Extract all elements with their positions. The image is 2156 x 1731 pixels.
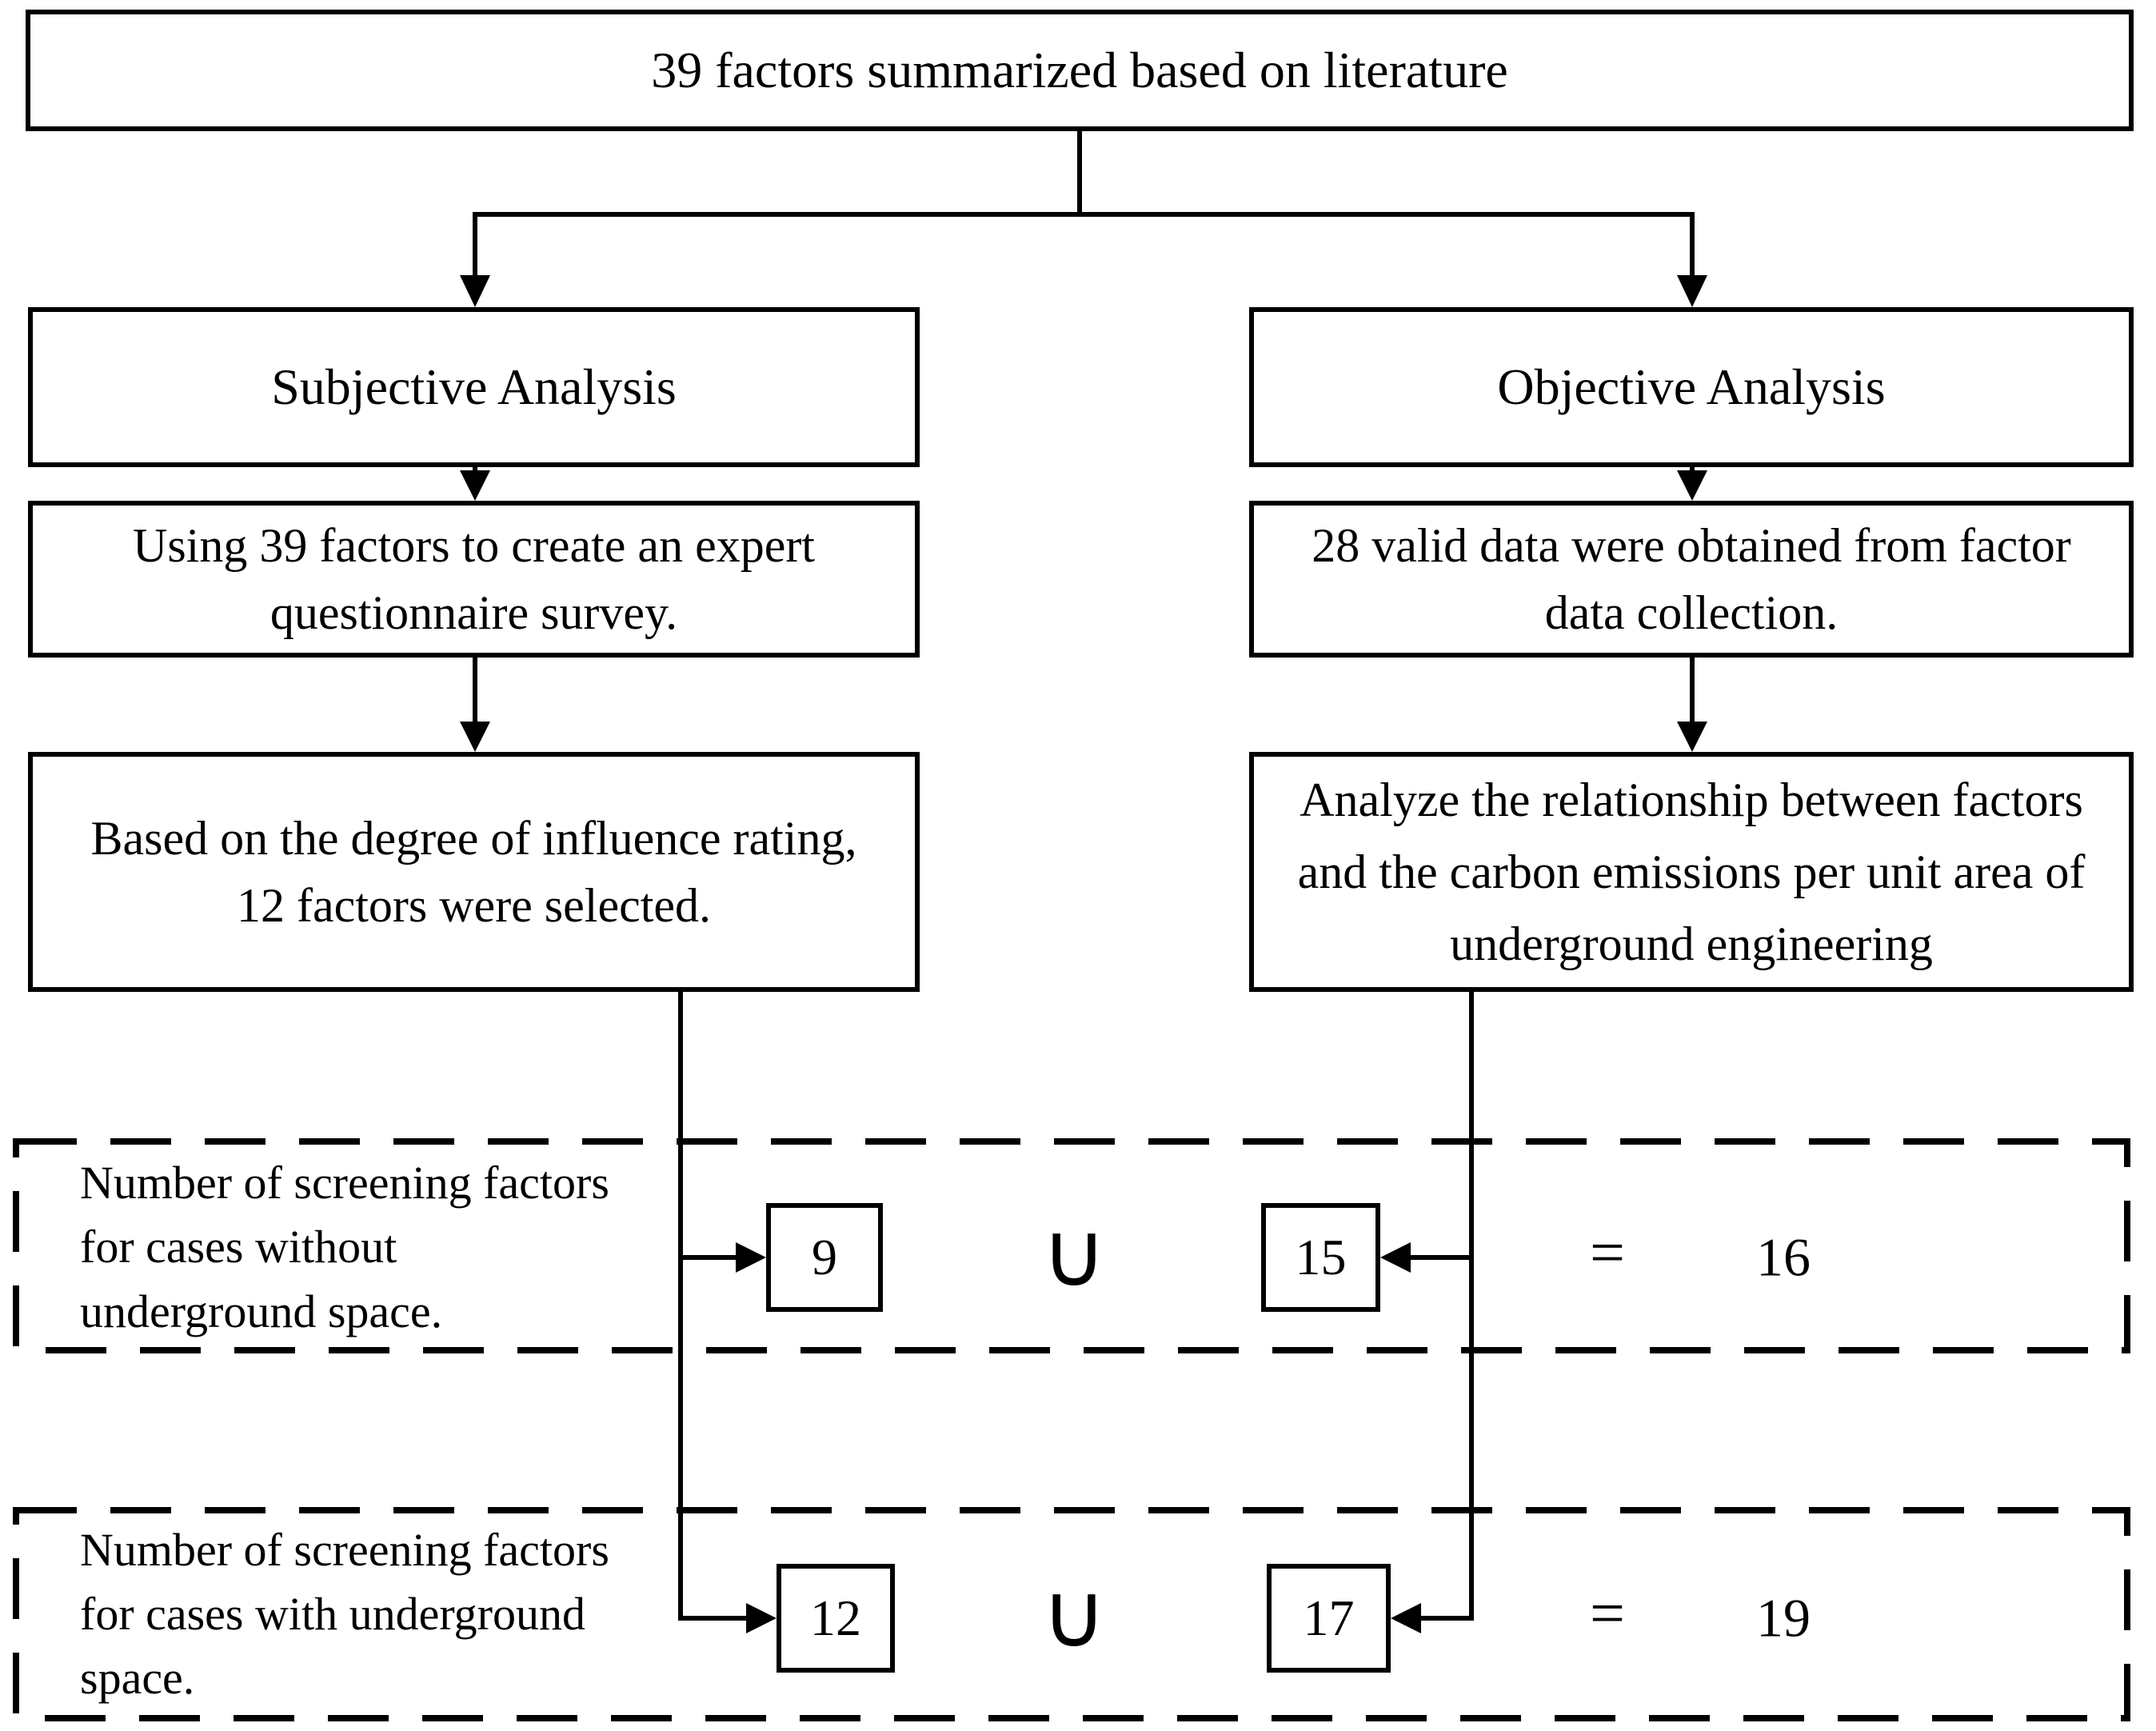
relationship-analysis-text: Analyze the relationship between factors… bbox=[1297, 774, 2086, 970]
subjective-analysis-text: Subjective Analysis bbox=[271, 358, 677, 416]
arrowhead-to-subjective bbox=[460, 275, 490, 307]
with-subjective-count-box: 12 bbox=[777, 1564, 895, 1673]
valid-data-box: 28 valid data were obtained from factor … bbox=[1249, 501, 2134, 658]
with-objective-count-box: 17 bbox=[1267, 1564, 1391, 1673]
valid-data-text: 28 valid data were obtained from factor … bbox=[1312, 519, 2071, 639]
arrowhead-subjective-step2 bbox=[460, 722, 490, 752]
literature-summary-box: 39 factors summarized based on literatur… bbox=[26, 10, 2134, 131]
with-row-dashed-border bbox=[13, 1507, 2130, 1721]
objective-analysis-box: Objective Analysis bbox=[1249, 307, 2134, 467]
influence-rating-text: Based on the degree of influence rating,… bbox=[90, 812, 857, 932]
arrowhead-objective-step2 bbox=[1677, 722, 1707, 752]
with-row-label: Number of screening factors for cases wi… bbox=[80, 1518, 640, 1710]
arrowhead-to-15-box bbox=[1380, 1242, 1411, 1273]
arrowhead-to-objective bbox=[1677, 275, 1707, 307]
questionnaire-survey-text: Using 39 factors to create an expert que… bbox=[133, 519, 815, 639]
without-union-symbol: ∪ bbox=[1041, 1203, 1107, 1307]
without-equals-glyph: = bbox=[1590, 1217, 1625, 1287]
without-total-count: 16 bbox=[1756, 1226, 1811, 1289]
arrowhead-to-12-box bbox=[746, 1603, 777, 1633]
objective-analysis-text: Objective Analysis bbox=[1497, 358, 1886, 416]
without-objective-count: 15 bbox=[1295, 1229, 1347, 1286]
objective-results-connector bbox=[1421, 992, 1474, 1621]
influence-rating-box: Based on the degree of influence rating,… bbox=[28, 752, 920, 992]
split-line bbox=[473, 212, 1695, 275]
arrowhead-to-17-box bbox=[1391, 1603, 1421, 1633]
without-equals-sign: = bbox=[1590, 1217, 1625, 1289]
with-total-count: 19 bbox=[1756, 1587, 1811, 1650]
with-row-label-text: Number of screening factors for cases wi… bbox=[80, 1523, 609, 1705]
without-row-label: Number of screening factors for cases wi… bbox=[80, 1149, 640, 1345]
without-row-dashed-border bbox=[13, 1138, 2130, 1353]
literature-summary-text: 39 factors summarized based on literatur… bbox=[651, 42, 1508, 99]
without-subjective-count-box: 9 bbox=[766, 1203, 883, 1312]
without-subjective-count: 9 bbox=[812, 1229, 837, 1286]
subjective-analysis-box: Subjective Analysis bbox=[28, 307, 920, 467]
with-total-text: 19 bbox=[1756, 1587, 1811, 1649]
arrowhead-to-9-box bbox=[736, 1242, 766, 1273]
with-subjective-count: 12 bbox=[810, 1589, 861, 1647]
with-equals-sign: = bbox=[1590, 1577, 1625, 1649]
relationship-analysis-box: Analyze the relationship between factors… bbox=[1249, 752, 2134, 992]
with-objective-count: 17 bbox=[1303, 1589, 1355, 1647]
arrowhead-objective-step1 bbox=[1677, 470, 1707, 501]
arrowhead-subjective-step1 bbox=[460, 470, 490, 501]
without-union-glyph: ∪ bbox=[1041, 1203, 1107, 1307]
with-equals-glyph: = bbox=[1590, 1578, 1625, 1648]
subjective-results-connector bbox=[678, 992, 746, 1621]
without-total-text: 16 bbox=[1756, 1226, 1811, 1288]
with-union-glyph: ∪ bbox=[1041, 1564, 1107, 1668]
without-objective-count-box: 15 bbox=[1261, 1203, 1380, 1312]
with-union-symbol: ∪ bbox=[1041, 1564, 1107, 1668]
questionnaire-survey-box: Using 39 factors to create an expert que… bbox=[28, 501, 920, 658]
without-row-label-text: Number of screening factors for cases wi… bbox=[80, 1157, 609, 1337]
